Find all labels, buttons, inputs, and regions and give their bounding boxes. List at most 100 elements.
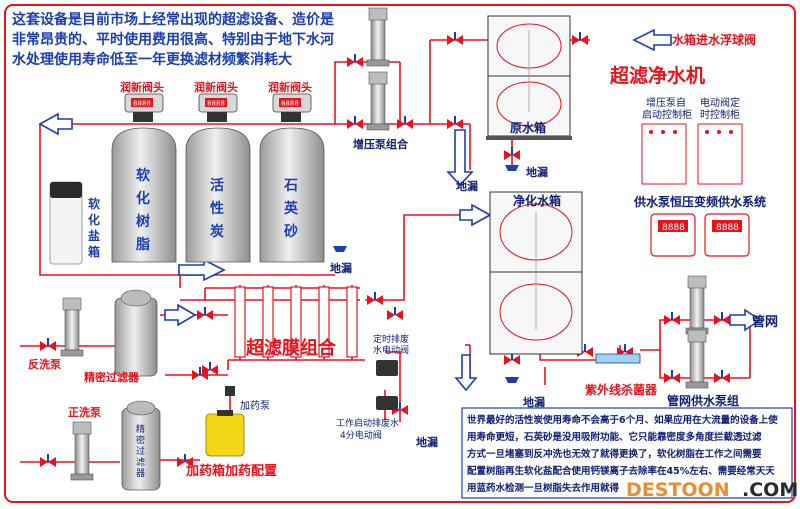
precision-filter-1 xyxy=(114,297,158,377)
valve-cabinet-line-2: 时控制柜 xyxy=(700,108,740,121)
intro-line-2: 非常昂贵的、平时使用费用很高、特别由于地下水河 xyxy=(12,31,334,48)
membrane-label: 超滤膜组合 xyxy=(246,337,337,359)
intro-line-1: 这套设备是目前市场上经常出现的超滤设备、造价是 xyxy=(12,11,335,28)
salt-char-4: 箱 xyxy=(88,244,100,259)
carbon-tank xyxy=(185,127,251,263)
note-line-2: 用寿命更短，石英砂是没用吸附功能、它只能靠密度多角度拦截透过滤 xyxy=(466,431,762,443)
main-title: 超滤净水机 xyxy=(609,64,705,87)
dosing-box-label: 加药箱加药配置 xyxy=(185,463,277,479)
valve-head-1: 8888 xyxy=(124,93,164,122)
precision-filter-label: 精密过滤器 xyxy=(84,370,140,384)
quartz-char-1: 石 xyxy=(283,178,298,194)
raw-water-tank: 原水箱 xyxy=(486,15,572,140)
arrow-down-2 xyxy=(454,354,478,392)
booster-cabinet-line-1: 增压泵自 xyxy=(646,96,686,109)
membrane-module: 超滤膜组合 xyxy=(234,286,358,359)
dosing-box xyxy=(205,413,245,457)
timed-drain-valve: 定时排废 水电动阀 工作启动排废水 4分电动阀 xyxy=(336,333,409,441)
drain-label-2: 地漏 xyxy=(456,179,478,193)
supply-pumps: 管网 管网供水泵组 xyxy=(667,275,778,408)
salt-char-3: 盐 xyxy=(88,228,100,243)
valve-head-label-2: 润新阀头 xyxy=(194,80,238,94)
control-cabinets: 增压泵自 启动控制柜 电动阀定 时控制柜 供水泵恒压变频供水系统 8888 88… xyxy=(633,96,766,257)
uv-sterilizer: 紫外线杀菌器 xyxy=(585,353,658,397)
timed-drain-line-2: 水电动阀 xyxy=(373,344,409,356)
arrow-network xyxy=(729,308,762,332)
arrow-inflow xyxy=(632,28,672,52)
work-drain-line-2: 4分电动阀 xyxy=(340,429,382,441)
watermark-brand: DESTOON xyxy=(626,479,730,501)
drain-label-3: 地漏 xyxy=(330,261,352,275)
booster-label: 增压泵组合 xyxy=(353,137,409,151)
pf-char-2: 密 xyxy=(136,434,145,446)
valve-head-label-3: 润新阀头 xyxy=(268,80,312,94)
raw-tank-label: 原水箱 xyxy=(510,120,546,135)
outer-frame xyxy=(4,4,796,503)
pf-char-5: 器 xyxy=(136,468,145,479)
pf-char-1: 精 xyxy=(136,423,145,435)
quartz-char-3: 砂 xyxy=(283,223,298,240)
supply-pumps-label: 管网供水泵组 xyxy=(667,393,739,408)
note-line-4: 配置树脂再生软化盐配合使用钙镁离子去除率在45%左右、需要经常天天 xyxy=(467,465,775,477)
valve-head-2: 8888 xyxy=(198,93,238,122)
vfd-display-1: 8888 xyxy=(662,223,685,233)
supply-system-label: 供水泵恒压变频供水系统 xyxy=(633,194,766,209)
intro-line-3: 水处理使用寿命低至一年更换滤材频繁消耗大 xyxy=(12,51,292,68)
valve-head-label-1: 润新阀头 xyxy=(120,80,164,94)
softener-tank xyxy=(111,127,177,263)
backwash-section: 反洗泵 精密过滤器 xyxy=(28,289,158,384)
note-line-5: 用蓝药水检测一旦树脂失去作用就得 xyxy=(466,482,620,494)
forward-wash-section: 正洗泵 精 密 过 滤 器 xyxy=(68,400,161,491)
softener-char-4: 脂 xyxy=(135,236,150,253)
watermark-suffix: .COM xyxy=(742,479,798,501)
intro-text: 这套设备是目前市场上经常出现的超滤设备、造价是 非常昂贵的、平时使用费用很高、特… xyxy=(12,11,335,68)
clean-water-tank: 净化水箱 xyxy=(489,191,583,355)
note-line-1: 世界最好的活性炭使用寿命不会高于6个月、如果应用在大流量的设备上使 xyxy=(467,414,778,426)
carbon-char-3: 炭 xyxy=(210,223,224,240)
drain-label-4: 地漏 xyxy=(523,395,545,409)
float-valve-label: 水箱进水浮球阀 xyxy=(672,32,756,47)
watermark: DESTOON .COM xyxy=(626,479,798,501)
softener-char-3: 树 xyxy=(136,213,150,230)
softener-char-1: 软 xyxy=(136,167,151,184)
arrow-left-mid xyxy=(164,303,197,327)
vfd-display-2: 8888 xyxy=(716,223,739,233)
pf-char-4: 滤 xyxy=(136,456,145,468)
backwash-pump-label: 反洗泵 xyxy=(28,357,61,371)
salt-char-2: 化 xyxy=(88,212,100,227)
valve-head-3: 8888 xyxy=(272,93,312,122)
drain-label-5: 地漏 xyxy=(416,435,438,449)
dosing-pump-label: 加药泵 xyxy=(240,400,270,412)
arrow-down-1 xyxy=(446,129,474,187)
arrow-to-clean xyxy=(459,203,492,227)
drain-label-1: 地漏 xyxy=(526,165,548,179)
carbon-char-1: 活 xyxy=(210,177,224,194)
booster-pumps: 增压泵组合 xyxy=(353,7,409,151)
arrow-left-top xyxy=(38,112,73,136)
softener-char-2: 化 xyxy=(136,190,150,207)
carbon-char-2: 性 xyxy=(210,200,224,217)
filter-tanks: 软 化 树 脂 活 性 炭 石 英 砂 xyxy=(111,127,325,263)
arrow-right-mid xyxy=(178,258,226,282)
booster-cabinet-line-2: 启动控制柜 xyxy=(642,108,692,121)
clean-tank-label: 净化水箱 xyxy=(513,193,561,208)
pipe-net-label: 管网 xyxy=(752,314,778,330)
forward-pump-label: 正洗泵 xyxy=(68,405,101,419)
valve-head-display-3: 8888 xyxy=(281,100,299,108)
valve-heads: 润新阀头 润新阀头 润新阀头 8888 8888 8888 xyxy=(120,80,312,122)
salt-tank: 软 化 盐 箱 xyxy=(49,181,100,265)
dosing-section: 加药泵 加药箱加药配置 xyxy=(185,386,277,479)
uv-label: 紫外线杀菌器 xyxy=(585,382,658,397)
note-box: 世界最好的活性炭使用寿命不会高于6个月、如果应用在大流量的设备上使 用寿命更短，… xyxy=(461,407,793,499)
valve-cabinet-line-1: 电动阀定 xyxy=(700,96,740,109)
quartz-char-2: 英 xyxy=(283,200,299,217)
valve-head-display-1: 8888 xyxy=(133,100,151,108)
valve-head-display-2: 8888 xyxy=(207,100,225,108)
timed-drain-line-1: 定时排废 xyxy=(373,333,409,345)
floor-drains: 地漏 地漏 地漏 地漏 地漏 xyxy=(330,165,548,449)
note-line-3: 方式一旦堵塞到反冲洗也无效了就得更换了，软化树脂在工作之间需要 xyxy=(467,448,762,460)
pf-char-3: 过 xyxy=(136,445,145,457)
quartz-tank xyxy=(259,127,325,263)
